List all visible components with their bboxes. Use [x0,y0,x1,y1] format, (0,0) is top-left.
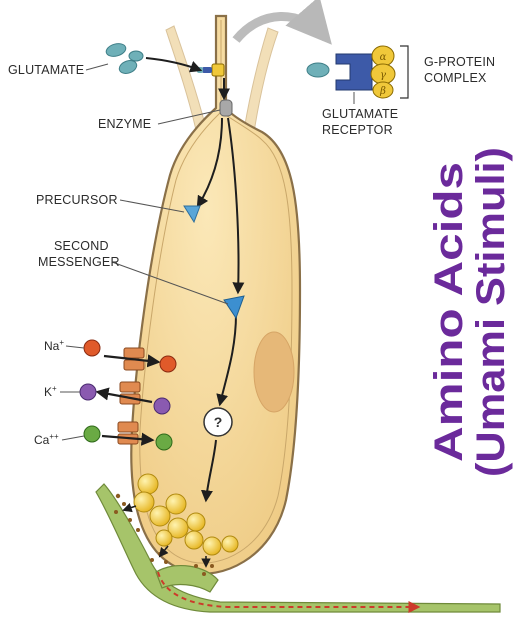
label-glutamate: GLUTAMATE [8,63,84,77]
label-g-protein-1: G-PROTEIN [424,55,495,69]
label-second-messenger-1: SECOND [54,239,109,253]
enzyme-shape [220,100,232,116]
label-glutamate-receptor-1: GLUTAMATE [322,107,398,121]
title-line-1: Amino Acids [427,162,471,462]
title-line-2: (Umami Stimuli) [469,147,513,477]
unknown-step-label: ? [214,414,223,430]
glutamate-receptor-site [197,64,224,76]
label-na-ion: Na+ [44,338,64,353]
nucleus [254,332,294,412]
g-protein-bracket [400,46,408,98]
alpha-subunit: α [380,52,387,63]
label-glutamate-receptor-2: RECEPTOR [322,123,393,137]
beta-subunit: β [379,86,386,97]
zoom-arrow [236,16,326,40]
glutamate-molecules [105,42,143,76]
label-k-ion: K+ [44,384,57,399]
label-second-messenger-2: MESSENGER [38,255,120,269]
label-ca-ion: Ca++ [34,432,59,447]
label-enzyme: ENZYME [98,117,151,131]
gamma-subunit: γ [380,70,386,81]
glutamate-arrow [146,58,200,70]
title-group: Amino Acids (Umami Stimuli) [427,147,513,477]
label-precursor: PRECURSOR [36,193,118,207]
label-g-protein-2: COMPLEX [424,71,487,85]
